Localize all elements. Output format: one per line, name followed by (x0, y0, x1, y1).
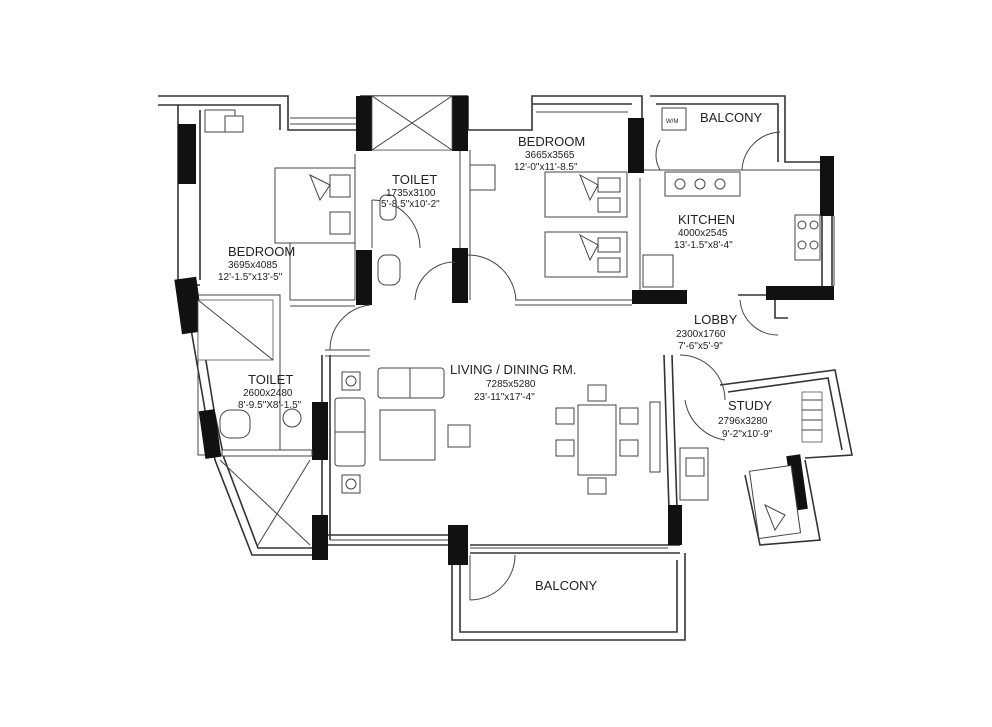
toilet-top-metric: 1735x3100 (386, 188, 436, 199)
lobby-imperial: 7'-6"x5'-9" (678, 341, 723, 352)
bedroom-top-metric: 3665x3565 (525, 150, 575, 161)
bedroom-left-name: BEDROOM (228, 244, 295, 259)
dining-table (577, 404, 617, 476)
living-imperial: 23'-11"x17'-4" (474, 392, 535, 403)
kitchen-name: KITCHEN (678, 212, 735, 227)
structural-columns (174, 96, 834, 565)
bedroom-top-name: BEDROOM (518, 134, 585, 149)
toilet-left-name: TOILET (248, 372, 293, 387)
room-labels: BEDROOM 3695x4085 12'-1.5"x13'-5" TOILET… (218, 110, 773, 593)
lobby-name: LOBBY (694, 312, 738, 327)
kitchen-metric: 4000x2545 (678, 228, 728, 239)
study-imperial: 9'-2"x10'-9" (722, 429, 773, 440)
kitchen-imperial: 13'-1.5"x8'-4" (674, 240, 733, 251)
furniture (197, 95, 823, 546)
study-metric: 2796x3280 (718, 416, 768, 427)
living-name: LIVING / DINING RM. (450, 362, 576, 377)
toilet-top-imperial: 5'-8.5"x10'-2" (381, 199, 440, 210)
lobby-metric: 2300x1760 (676, 329, 726, 340)
balcony-top-name: BALCONY (700, 110, 762, 125)
bedroom-left-metric: 3695x4085 (228, 260, 278, 271)
toilet-left-imperial: 8'-9.5"X8'-1.5" (238, 400, 302, 411)
bedroom-top-imperial: 12'-0"x11'-8.5" (514, 162, 578, 173)
living-metric: 7285x5280 (486, 379, 536, 390)
door-swings (329, 131, 781, 601)
balcony-bottom-name: BALCONY (535, 578, 597, 593)
bedroom-left-imperial: 12'-1.5"x13'-5" (218, 272, 283, 283)
study-name: STUDY (728, 398, 772, 413)
toilet-top-name: TOILET (392, 172, 437, 187)
washing-machine-label: W/M (666, 119, 678, 125)
washing-machine (661, 107, 687, 131)
toilet-left-metric: 2600x2480 (243, 388, 293, 399)
sofa (377, 367, 445, 399)
